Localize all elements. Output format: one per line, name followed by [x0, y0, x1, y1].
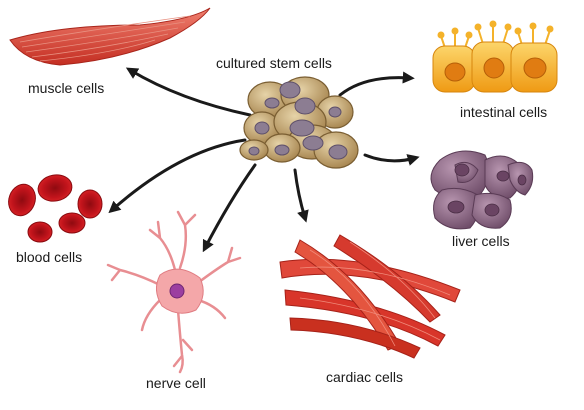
nerve-cell-illustration [106, 210, 242, 374]
label-intestinal-cells: intestinal cells [460, 104, 548, 120]
stem-cell-cluster [239, 76, 359, 169]
liver-cells-illustration [430, 150, 534, 230]
arrow-to-nerve [202, 163, 257, 253]
label-cardiac-cells: cardiac cells [326, 369, 404, 385]
arrow-to-liver [363, 153, 420, 166]
cardiac-cells-illustration [279, 234, 461, 359]
muscle-cell-illustration [9, 7, 211, 66]
blood-cells-illustration [8, 174, 103, 243]
intestinal-cells-illustration [432, 20, 558, 93]
arrow-to-intestinal [338, 71, 415, 97]
arrow-to-cardiac [293, 168, 309, 223]
label-blood-cells: blood cells [16, 249, 83, 265]
arrow-to-muscle [125, 67, 252, 117]
arrows [108, 67, 420, 253]
center-label: cultured stem cells [216, 55, 332, 71]
label-nerve-cell: nerve cell [146, 375, 206, 391]
label-muscle-cells: muscle cells [28, 80, 105, 96]
arrow-to-blood [108, 138, 247, 214]
label-liver-cells: liver cells [452, 233, 510, 249]
